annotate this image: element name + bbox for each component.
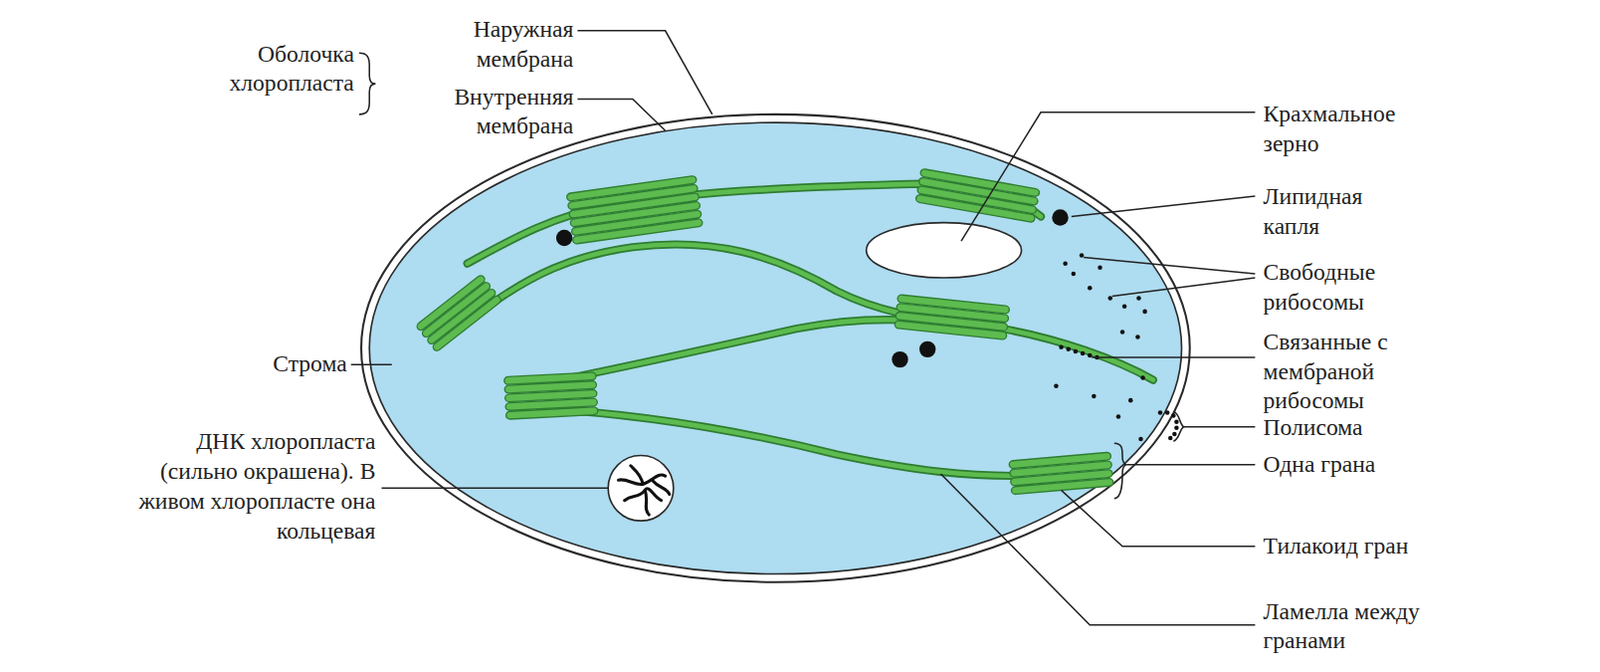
ribosome <box>1172 431 1178 437</box>
part-label: Оболочка хлоропласта <box>178 38 354 98</box>
grana-stack <box>415 273 503 352</box>
ribosome <box>1128 398 1134 403</box>
ribosome <box>1097 265 1103 271</box>
ribosome <box>1168 435 1174 441</box>
part-label: ДНК хлоропласта (сильно окрашена). В жив… <box>130 426 376 546</box>
inner-membrane <box>369 122 1182 574</box>
part-label: Одна грана <box>1263 448 1468 479</box>
ribosome <box>1138 436 1144 442</box>
thylakoid <box>505 406 599 420</box>
leader-lines <box>351 30 1256 625</box>
ribosome <box>1136 295 1142 301</box>
grana-stack <box>566 175 703 244</box>
part-label: Связанные с мембраной рибосомы <box>1263 326 1417 415</box>
ribosome <box>1116 413 1122 419</box>
ribosome <box>1122 303 1128 309</box>
ribosome <box>1080 351 1086 357</box>
grana-stack <box>1008 451 1114 495</box>
thylakoid <box>894 320 1007 340</box>
part-label: Липидная капля <box>1263 182 1417 241</box>
ribosome <box>1087 353 1093 359</box>
ribosome <box>1165 409 1171 415</box>
grana-stack <box>504 372 599 419</box>
ribosome <box>1140 375 1146 381</box>
ribosome <box>1073 349 1079 355</box>
outer-membrane <box>361 114 1191 583</box>
part-label: Полисома <box>1263 411 1468 442</box>
ribosome <box>1065 347 1071 353</box>
ribosomes <box>1053 252 1180 441</box>
ribosome <box>1087 285 1093 291</box>
thylakoid <box>425 287 497 346</box>
lamellae <box>467 184 1154 476</box>
ribosome <box>1174 425 1180 431</box>
part-label: Ламелла между гранами <box>1263 596 1468 655</box>
part-label: Тилакоид гран <box>1263 530 1499 561</box>
ribosome <box>1079 252 1085 258</box>
chloroplast-dna <box>607 455 674 522</box>
thylakoid <box>572 217 703 244</box>
starch-grain <box>866 222 1022 278</box>
ribosome <box>1171 412 1177 418</box>
part-label: Наружная мембрана <box>388 13 575 73</box>
ribosome <box>1071 271 1077 277</box>
part-label: Крахмальное зерно <box>1263 99 1432 159</box>
grana-stack <box>894 294 1010 340</box>
ribosome <box>1142 309 1148 315</box>
part-label: Внутренняя мембрана <box>367 81 574 141</box>
ribosome <box>1135 334 1141 340</box>
ribosome <box>1120 329 1126 335</box>
lipid-droplets <box>556 208 1069 368</box>
ribosome <box>1107 295 1113 301</box>
thylakoid <box>431 294 503 353</box>
ribosome <box>1174 418 1180 424</box>
grana <box>415 168 1114 495</box>
ribosome <box>1058 345 1064 351</box>
ribosome <box>1062 260 1068 266</box>
ribosome <box>1091 394 1097 400</box>
part-label: Строма <box>203 349 348 380</box>
part-label: Свободные рибосомы <box>1263 257 1417 317</box>
ribosome <box>1053 384 1059 390</box>
ribosome <box>1158 409 1164 415</box>
